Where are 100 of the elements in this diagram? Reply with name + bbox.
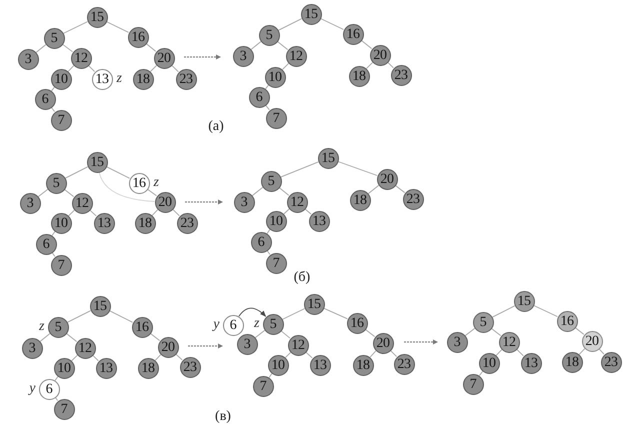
tree-node: 20 <box>370 44 390 66</box>
marked-tree-node: 16 <box>128 172 150 194</box>
marked-tree-node: 5 <box>262 314 284 334</box>
tree-node: 16 <box>128 26 148 48</box>
tree-node: 5 <box>258 24 280 46</box>
variable-label: z <box>254 316 260 331</box>
tree-node: 15 <box>86 6 108 28</box>
tree-node: 16 <box>132 316 152 338</box>
tree-node: 7 <box>50 254 72 276</box>
tree-node: 6 <box>36 234 56 254</box>
tree-node: 15 <box>300 4 322 24</box>
tree-edge <box>516 348 524 356</box>
tree-edge <box>88 64 96 72</box>
tree-node: 18 <box>138 358 158 378</box>
tree-edge <box>154 354 162 361</box>
tree-edge <box>492 305 516 318</box>
tree-node: 10 <box>268 354 288 376</box>
tree-edge <box>66 332 78 342</box>
tree-node: 23 <box>176 68 196 90</box>
tree-node: 10 <box>54 358 74 378</box>
tree-node: 3 <box>232 46 254 66</box>
tree-node: 13 <box>308 210 330 232</box>
tree-edge <box>146 43 156 52</box>
tree-edge <box>51 86 55 92</box>
tree-edge <box>265 84 269 90</box>
tree-edge <box>283 208 290 214</box>
tree-edge <box>250 41 262 50</box>
tree-edge <box>366 62 374 70</box>
tree-edge <box>252 186 264 196</box>
tree-node: 18 <box>562 352 582 372</box>
tree-edge <box>150 64 158 72</box>
tree-node: 7 <box>266 108 286 128</box>
tree-node: 7 <box>252 376 274 396</box>
tree-node: 15 <box>90 296 110 316</box>
tree-node: 20 <box>154 48 174 68</box>
tree-edge <box>172 208 180 216</box>
tree-edge <box>387 62 394 68</box>
tree-node: 3 <box>446 332 468 352</box>
marked-tree-node: 5 <box>48 316 68 338</box>
tree-node: 12 <box>286 46 306 66</box>
tree-edge <box>92 354 99 362</box>
tree-edge <box>360 40 372 50</box>
tree-edge <box>68 210 75 216</box>
tree-node: 10 <box>266 210 286 232</box>
tree-edge <box>533 304 558 318</box>
tree-edge <box>490 328 502 336</box>
tree-edge <box>108 310 134 323</box>
tree-edge <box>578 348 586 355</box>
tree-node: 12 <box>498 332 520 352</box>
tree-edge <box>171 64 179 72</box>
tree-edge <box>150 332 160 342</box>
tree-node: 10 <box>50 212 72 234</box>
tree-node: 5 <box>472 312 494 332</box>
curved-link <box>98 172 155 202</box>
tree-edge <box>280 330 290 339</box>
tree-node: 7 <box>54 398 74 420</box>
tree-edge <box>337 161 378 176</box>
variable-label: z <box>116 71 122 86</box>
tree-node: 13 <box>520 352 542 374</box>
marked-tree-node: 6 <box>222 314 244 336</box>
curved-arrow <box>238 308 266 317</box>
tree-node: 7 <box>50 110 72 130</box>
tree-edge <box>71 354 78 362</box>
tree-node: 16 <box>556 310 578 332</box>
tree-node: 15 <box>514 290 534 312</box>
tree-edge <box>36 44 46 53</box>
tree-node: 6 <box>34 88 56 110</box>
tree-edge <box>40 333 50 342</box>
tree-node: 15 <box>86 152 108 172</box>
tree-edge <box>106 166 130 179</box>
tree-node: 3 <box>22 338 42 358</box>
tree-node: 5 <box>260 170 282 192</box>
tree-node: 5 <box>46 172 66 194</box>
tree-edge <box>364 328 376 338</box>
tree-node: 7 <box>462 374 484 394</box>
tree-edge <box>282 62 290 70</box>
tree-node: 20 <box>372 332 394 354</box>
tree-node: 23 <box>600 352 622 372</box>
variable-label: z <box>154 175 159 190</box>
tree-edge <box>276 40 288 50</box>
tree-node: 10 <box>50 68 72 90</box>
tree-edge <box>284 352 292 358</box>
tree-node: 12 <box>286 192 308 212</box>
tree-node: 10 <box>478 352 500 374</box>
tree-edge <box>464 328 476 336</box>
variable-label: y <box>213 317 220 332</box>
tree-node: 13 <box>96 358 116 378</box>
tree-edge <box>370 350 376 358</box>
tree-node: 3 <box>18 48 38 70</box>
tree-node: 23 <box>394 354 414 374</box>
tree-node: 3 <box>236 334 258 354</box>
tree-edge <box>320 18 344 30</box>
tree-node: 20 <box>158 336 178 358</box>
tree-edge <box>66 310 92 323</box>
tree-node: 18 <box>352 354 374 376</box>
tree-edge <box>147 188 157 196</box>
tree-node: 10 <box>264 66 286 88</box>
tree-node: 13 <box>94 212 114 234</box>
tree-edge <box>368 184 380 194</box>
tree-edge <box>278 187 290 196</box>
